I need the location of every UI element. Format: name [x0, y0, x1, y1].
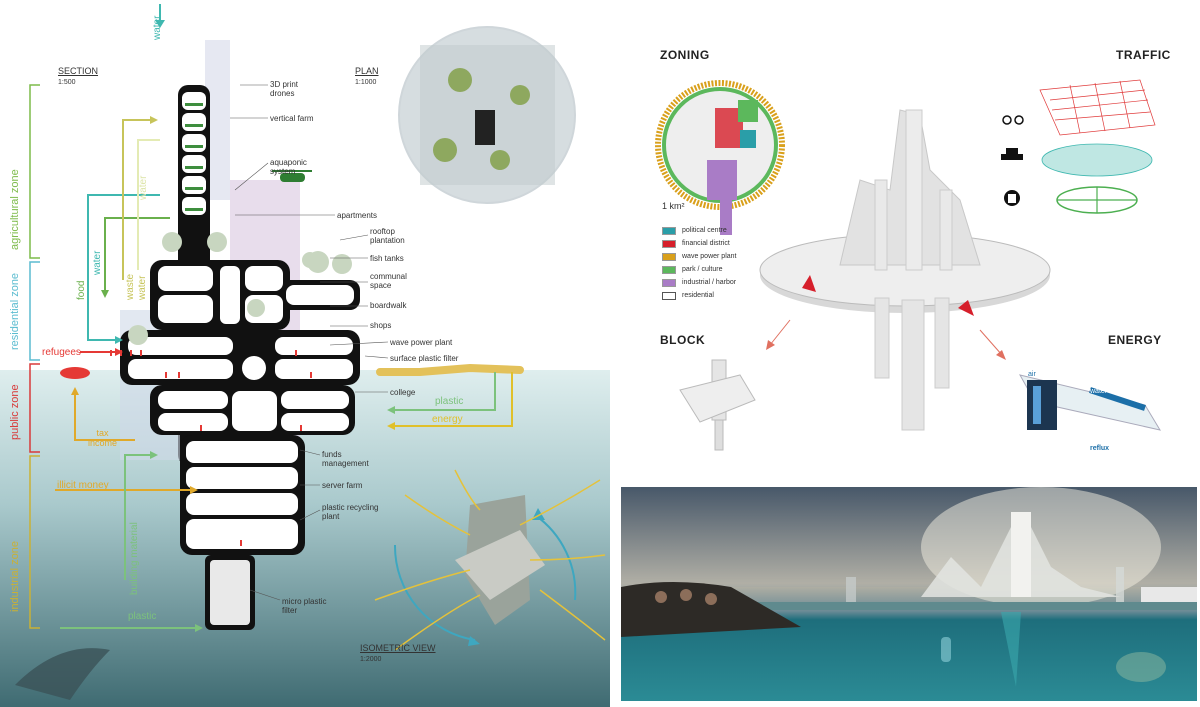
legend-item: political centre	[662, 224, 736, 237]
energy-air-label: air	[1028, 371, 1036, 378]
label-college: college	[390, 388, 416, 397]
legend-swatch	[662, 265, 676, 274]
rendering-scene	[621, 487, 1197, 687]
legend-swatch	[662, 239, 676, 248]
tower-structure	[15, 40, 524, 700]
label-communal: communal space	[370, 272, 407, 290]
isometric-view	[374, 469, 606, 651]
illicit-money-label: illicit money	[57, 480, 109, 491]
label-wave-power: wave power plant	[390, 338, 453, 347]
label-surface-filter: surface plastic filter	[390, 354, 459, 363]
label-3d-print-drones: 3D print drones	[270, 80, 299, 98]
plastic-bottom-label: plastic	[128, 611, 157, 622]
label-server-farm: server farm	[322, 481, 363, 490]
label-funds: funds management	[322, 450, 369, 468]
section-scale: 1:500	[58, 79, 76, 86]
isometric-scale: 1:2000	[360, 656, 382, 663]
energy-reflux-label: reflux	[1090, 445, 1110, 452]
legend-label: political centre	[682, 227, 727, 234]
energy-water-label: water	[1090, 388, 1108, 395]
energy-right-label: energy	[432, 414, 463, 425]
water-top-label: water	[152, 15, 163, 40]
water-left-label: water	[92, 250, 103, 275]
label-micro-filter: micro plastic filter	[282, 597, 327, 615]
block-title: BLOCK	[660, 333, 706, 347]
label-apartments: apartments	[337, 211, 378, 220]
section-panel: SECTION 1:500 PLAN 1:1000 ISOMETRIC VIEW…	[0, 4, 610, 707]
agricultural-zone-label: agricultural zone	[9, 169, 21, 250]
label-rooftop: rooftop plantation	[370, 227, 405, 245]
tax-income-label: tax income	[88, 428, 118, 448]
zoning-title: ZONING	[660, 48, 710, 62]
label-boardwalk: boardwalk	[370, 301, 407, 310]
zoning-area: 1 km²	[662, 201, 685, 211]
refugees-label: refugees	[42, 347, 81, 358]
label-aquaponic: aquaponic system	[270, 158, 307, 176]
legend-item: wave power plant	[662, 250, 736, 263]
label-fish-tanks: fish tanks	[370, 254, 404, 263]
label-vertical-farm: vertical farm	[270, 114, 314, 123]
legend-item: industrial / harbor	[662, 276, 736, 289]
zoning-diagrams	[655, 79, 1162, 451]
legend-item: park / culture	[662, 263, 736, 276]
residential-zone-label: residential zone	[9, 272, 21, 350]
waste-label: waste	[125, 273, 136, 300]
label-recycling: plastic recycling plant	[322, 503, 379, 521]
rendering-image	[621, 487, 1197, 701]
legend-item: residential	[662, 289, 736, 302]
plan-title: PLAN	[355, 66, 379, 76]
label-shops: shops	[370, 321, 392, 330]
legend-label: wave power plant	[682, 253, 737, 260]
energy-title: ENERGY	[1108, 333, 1162, 347]
section-title: SECTION	[58, 66, 99, 76]
industrial-zone-label: industrial zone	[9, 541, 21, 612]
legend-label: residential	[682, 292, 714, 299]
public-zone-label: public zone	[9, 384, 21, 440]
water-mid-label: water	[137, 275, 148, 300]
legend-label: financial district	[682, 240, 730, 247]
zoning-legend: political centre financial district wave…	[662, 224, 736, 302]
food-label: food	[76, 280, 87, 300]
traffic-title: TRAFFIC	[1116, 48, 1171, 62]
legend-swatch	[662, 226, 676, 235]
legend-swatch	[662, 291, 676, 300]
plan-scale: 1:1000	[355, 79, 377, 86]
isometric-title: ISOMETRIC VIEW	[360, 643, 436, 653]
plastic-right-label: plastic	[435, 396, 464, 407]
building-material-label: building material	[129, 522, 140, 595]
legend-swatch	[662, 252, 676, 261]
legend-item: financial district	[662, 237, 736, 250]
section-diagram	[15, 4, 606, 700]
legend-label: industrial / harbor	[682, 279, 737, 286]
legend-swatch	[662, 278, 676, 287]
legend-label: park / culture	[682, 266, 723, 273]
zoning-panel: ZONING TRAFFIC BLOCK ENERGY 1 km² politi…	[620, 30, 1200, 480]
water-faint-label: water	[138, 175, 149, 200]
